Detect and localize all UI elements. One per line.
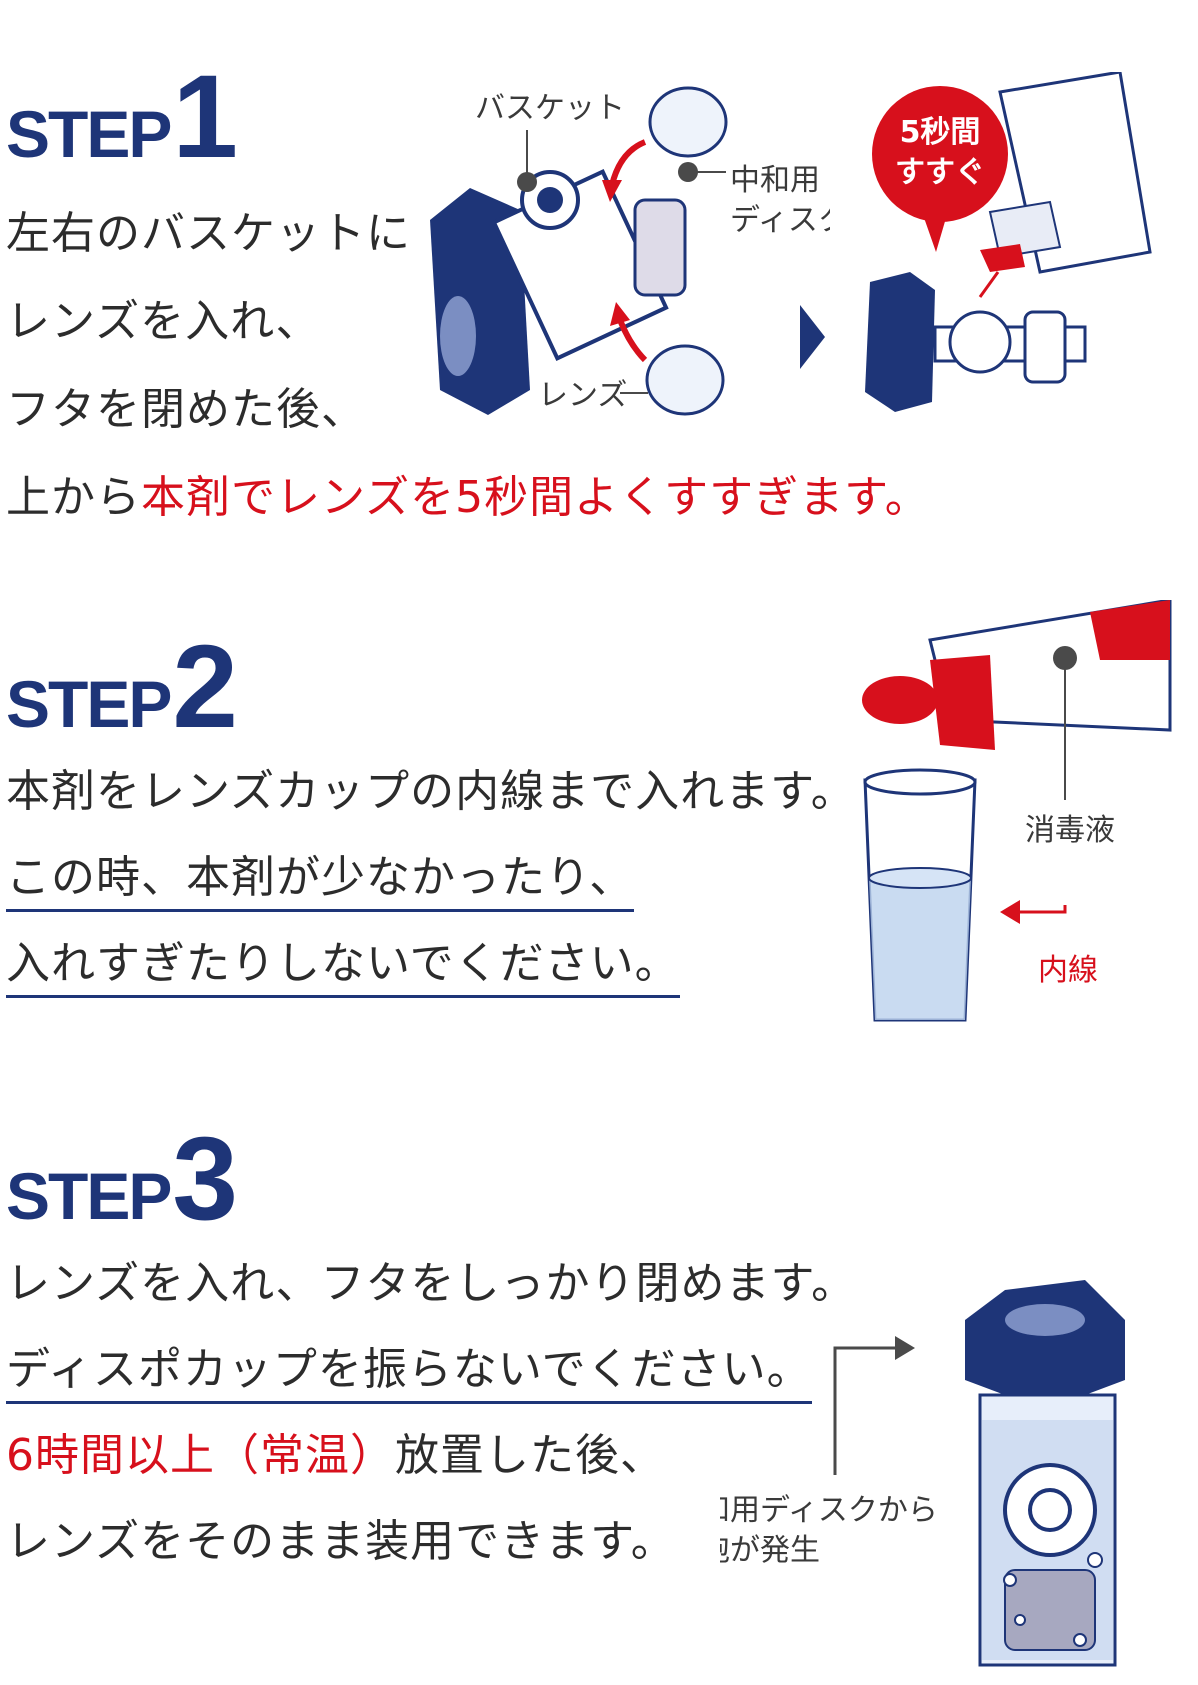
- bubble-text-line2: すすぐ: [895, 155, 985, 190]
- step1-basket-illustration: バスケット 中和用 ディスク レンズ: [430, 86, 830, 416]
- step-word: STEP: [6, 97, 172, 171]
- step3-line-3: 6時間以上（常温）放置した後、: [6, 1434, 665, 1478]
- step3-line-3-rest: 放置した後、: [395, 1430, 665, 1481]
- step3-line-3-emphasis: 6時間以上（常温）: [6, 1430, 395, 1481]
- next-arrow-icon: [800, 305, 825, 369]
- step3-line-1: レンズを入れ、フタをしっかり閉めます。: [6, 1258, 857, 1309]
- step1-line-4-prefix: 上から: [6, 472, 141, 523]
- step2-heading: STEP2: [6, 621, 238, 753]
- step3-heading: STEP3: [6, 1113, 238, 1245]
- step1-line-1: 左右のバスケットに: [6, 208, 411, 259]
- lens-label: レンズ: [538, 378, 627, 413]
- step1-rinse-illustration: 5秒間 すすぐ: [865, 72, 1152, 412]
- step1-line-4: 上から本剤でレンズを5秒間よくすすぎます。: [6, 476, 930, 520]
- solution-label: 消毒液: [1025, 813, 1115, 848]
- step-number: 2: [172, 621, 238, 753]
- step1-line-3: フタを閉めた後、: [6, 384, 366, 435]
- step-number: 3: [172, 1113, 238, 1245]
- step3-line-2: ディスポカップを振らないでください。: [6, 1344, 812, 1404]
- step3-line-2-wrap: ディスポカップを振らないでください。: [6, 1344, 812, 1404]
- inner-line-label: 内線: [1038, 953, 1098, 988]
- bubbles-label-line1: 中和用ディスクから: [720, 1493, 938, 1528]
- step2-line-2: この時、本剤が少なかったり、: [6, 852, 635, 912]
- step2-cup-illustration: 消毒液 内線: [862, 600, 1172, 1022]
- step3-line-4: レンズをそのまま装用できます。: [6, 1516, 676, 1567]
- step2-line-3: 入れすぎたりしないでください。: [6, 938, 680, 998]
- bubbles-label-line2: 気泡が発生: [720, 1533, 820, 1568]
- step1-line-4-emphasis: 本剤でレンズを5秒間よくすすぎます。: [141, 472, 930, 523]
- bubble-text-line1: 5秒間: [900, 115, 981, 150]
- step-word: STEP: [6, 1159, 172, 1233]
- disk-label-line1: 中和用: [730, 163, 820, 198]
- step-number: 1: [172, 51, 238, 183]
- step2-line-2-wrap: この時、本剤が少なかったり、: [6, 852, 635, 912]
- step2-line-3-wrap: 入れすぎたりしないでください。: [6, 938, 680, 998]
- step-word: STEP: [6, 667, 172, 741]
- step3-closed-cup-illustration: 中和用ディスクから 気泡が発生: [720, 1280, 1125, 1667]
- disk-label-line2: ディスク: [730, 203, 830, 238]
- step1-heading: STEP1: [6, 51, 238, 183]
- step2-line-1: 本剤をレンズカップの内線まで入れます。: [6, 766, 856, 817]
- basket-label: バスケット: [475, 91, 625, 126]
- step1-line-2: レンズを入れ、: [6, 296, 321, 347]
